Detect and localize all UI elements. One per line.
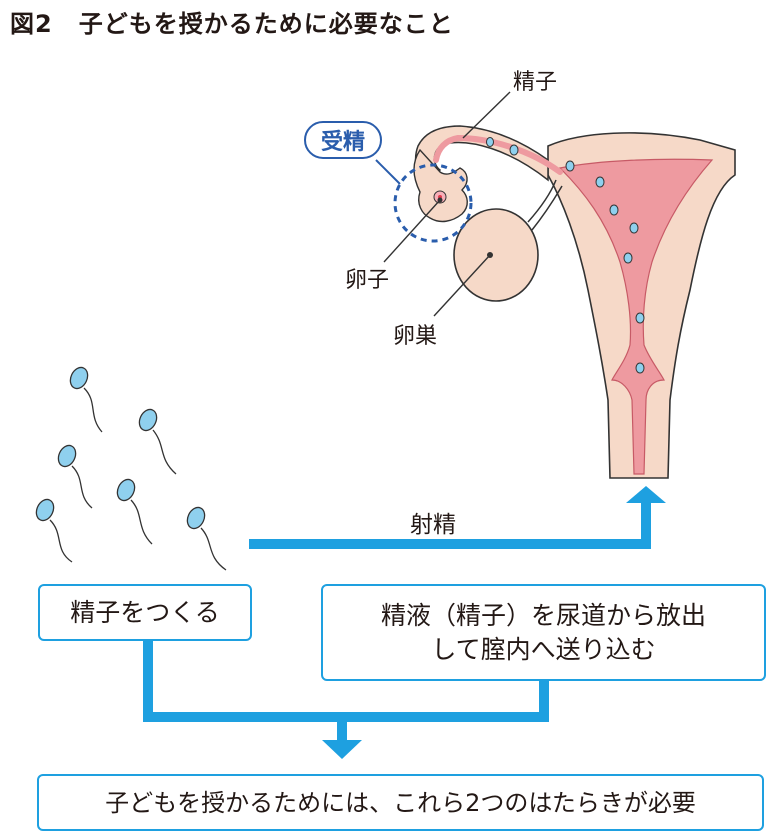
fertilization-circle <box>393 163 473 243</box>
send-sperm-line2: して腟内へ送り込む <box>431 634 656 664</box>
figure-title: 図2 子どもを授かるために必要なこと <box>10 4 454 39</box>
conclusion-box: 子どもを授かるためには、これら2つのはたらきが必要 <box>37 774 764 831</box>
ovary-label: 卵巣 <box>393 324 438 349</box>
flow-arrows <box>143 486 666 759</box>
egg-label: 卵子 <box>345 268 390 293</box>
ejaculation-label: 射精 <box>410 512 456 538</box>
send-sperm-box: 精液（精子）を尿道から放出 して腟内へ送り込む <box>321 584 766 681</box>
uterus-illustration <box>375 91 736 479</box>
figure-title-text: 子どもを授かるために必要なこと <box>78 10 454 38</box>
fertilization-badge: 受精 <box>304 121 382 159</box>
sperm-in-uterus <box>486 137 645 374</box>
figure-number: 図2 <box>10 10 53 38</box>
conclusion-text: 子どもを授かるためには、これら2つのはたらきが必要 <box>105 788 696 817</box>
make-sperm-box: 精子をつくる <box>38 584 252 641</box>
make-sperm-text: 精子をつくる <box>70 597 220 627</box>
sperm-label: 精子 <box>513 70 558 95</box>
send-sperm-line1: 精液（精子）を尿道から放出 <box>380 600 706 630</box>
sperm-group <box>35 366 227 571</box>
